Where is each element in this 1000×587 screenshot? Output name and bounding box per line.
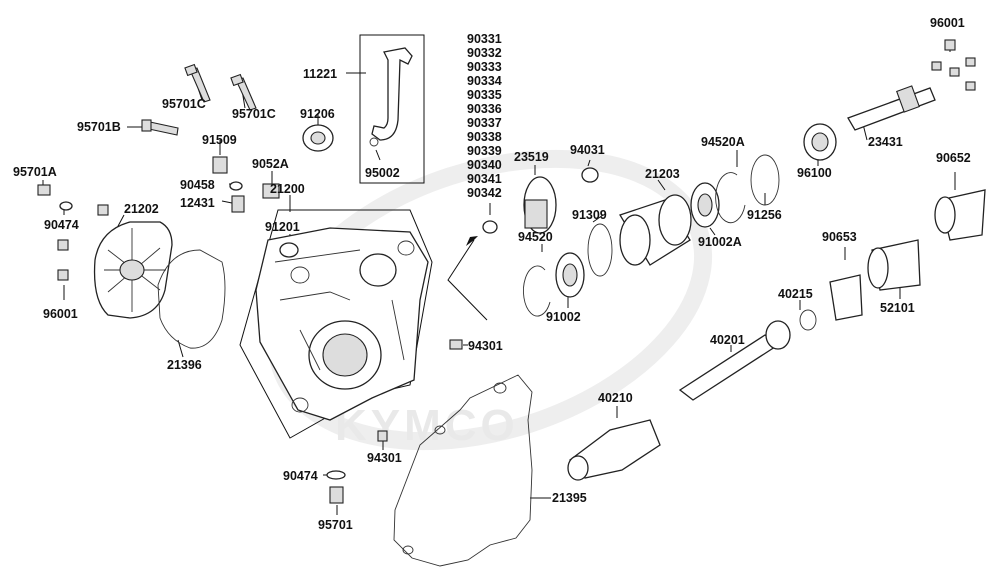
label-stack-item: 90336 <box>467 102 502 116</box>
label-12431: 12431 <box>180 196 215 210</box>
pin-94301-mid <box>449 339 463 350</box>
label-96001-left: 96001 <box>43 307 78 321</box>
label-23431: 23431 <box>868 135 903 149</box>
bolt-95701b <box>148 121 179 136</box>
label-90653: 90653 <box>822 230 857 244</box>
label-stack-item: 90335 <box>467 88 502 102</box>
label-21203: 21203 <box>645 167 680 181</box>
part-labels: 96001 11221 95701C 95701C 95701B 91206 9… <box>13 16 971 532</box>
label-95701c-b: 95701C <box>232 107 276 121</box>
oring-91309 <box>587 223 613 277</box>
label-95701b: 95701B <box>77 120 121 134</box>
bolt-96001-top <box>944 39 956 51</box>
label-94520a: 94520A <box>701 135 745 149</box>
label-91256: 91256 <box>747 208 782 222</box>
label-stack-item: 90337 <box>467 116 502 130</box>
label-90458: 90458 <box>180 178 215 192</box>
label-stack-item: 90332 <box>467 46 502 60</box>
label-95002: 95002 <box>365 166 400 180</box>
label-21396: 21396 <box>167 358 202 372</box>
washer-90474-bottom <box>326 470 346 480</box>
drive-assembly-right <box>482 85 986 481</box>
label-21395: 21395 <box>552 491 587 505</box>
label-94301-low: 94301 <box>367 451 402 465</box>
cover-bore <box>322 333 368 377</box>
label-stack-item: 90342 <box>467 186 502 200</box>
washer-90474-left <box>59 201 73 211</box>
gasket-21396 <box>157 249 226 349</box>
water-hose <box>371 47 413 141</box>
clamp-90653 <box>829 274 863 321</box>
circlip-94520 <box>522 265 551 317</box>
watermark-text: KYMCO <box>335 401 519 450</box>
label-23519: 23519 <box>514 150 549 164</box>
label-52101: 52101 <box>880 301 915 315</box>
hose-clamp-95002 <box>369 137 379 147</box>
label-94301-mid: 94301 <box>468 339 503 353</box>
label-9052a: 9052A <box>252 157 289 171</box>
label-94031: 94031 <box>570 143 605 157</box>
seal-91201 <box>279 242 299 258</box>
label-stack-item: 90334 <box>467 74 502 88</box>
label-90652: 90652 <box>936 151 971 165</box>
label-stack-item: 90331 <box>467 32 502 46</box>
label-40201: 40201 <box>710 333 745 347</box>
pin-94301-low <box>377 430 388 442</box>
nut-94031 <box>581 167 599 183</box>
spring-40215 <box>799 309 817 331</box>
label-stack-item: 90340 <box>467 158 502 172</box>
label-21200: 21200 <box>270 182 305 196</box>
oring-91256 <box>750 154 780 206</box>
circlip-94520a <box>715 172 746 224</box>
label-95701: 95701 <box>318 518 353 532</box>
label-stack-item: 90338 <box>467 130 502 144</box>
label-95701c-a: 95701C <box>162 97 206 111</box>
bolt-96001-left <box>57 269 69 281</box>
label-96001-top: 96001 <box>930 16 965 30</box>
label-40215: 40215 <box>778 287 813 301</box>
plug-12431 <box>231 195 245 213</box>
sensor-91509 <box>212 156 228 174</box>
label-91206: 91206 <box>300 107 335 121</box>
bolt-9052a <box>262 183 280 199</box>
label-95701a: 95701A <box>13 165 57 179</box>
bolts <box>37 39 976 281</box>
label-stack-item: 90341 <box>467 172 502 186</box>
label-91201: 91201 <box>265 220 300 234</box>
label-91002: 91002 <box>546 310 581 324</box>
small-parts-left <box>212 124 463 504</box>
hose-11221-frame <box>359 34 425 184</box>
label-21202: 21202 <box>124 202 159 216</box>
side-cover-21202 <box>93 221 173 319</box>
ujoint-40210 <box>569 419 661 479</box>
label-94520: 94520 <box>518 230 553 244</box>
label-90474-bottom: 90474 <box>283 469 318 483</box>
label-11221: 11221 <box>303 67 337 81</box>
gasket-21395 <box>393 374 533 567</box>
washer-90458 <box>229 181 243 191</box>
label-91509: 91509 <box>202 133 237 147</box>
label-90474-left: 90474 <box>44 218 79 232</box>
bolt-95701a <box>37 184 51 196</box>
label-stack-item: 90339 <box>467 144 502 158</box>
crankcase-cover-21200 <box>239 209 433 439</box>
label-stack-item: 90333 <box>467 60 502 74</box>
label-91002a: 91002A <box>698 235 742 249</box>
bolt-95701 <box>329 486 344 504</box>
shim-label-stack: 90331 90332 90333 90334 90335 90336 9033… <box>467 32 502 200</box>
label-96100: 96100 <box>797 166 832 180</box>
label-91309: 91309 <box>572 208 607 222</box>
label-40210: 40210 <box>598 391 633 405</box>
shim-90342 <box>482 220 498 234</box>
shaft-23431 <box>847 87 936 131</box>
